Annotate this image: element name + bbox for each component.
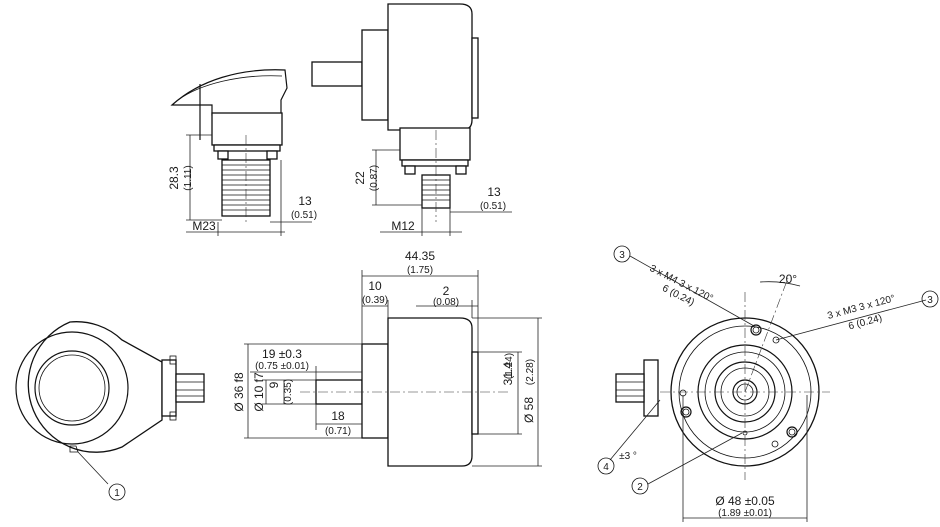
top-left-view xyxy=(170,69,312,236)
tl-height-dim-in: (1.11) xyxy=(183,165,194,190)
tl-length-dim-in: (0.51) xyxy=(291,210,317,221)
shaft-diameter: Ø 10 f7 xyxy=(252,372,266,412)
callout-4: 4 xyxy=(603,462,609,473)
flange-length-in: (0.39) xyxy=(362,295,388,306)
shaft-length: 19 ±0.3 xyxy=(262,347,302,361)
callout-3b: 3 xyxy=(927,295,933,306)
tl-length-dim: 13 xyxy=(298,194,312,208)
rotation-label: ±3 ° xyxy=(619,451,637,462)
callout-2: 2 xyxy=(637,482,643,493)
gap-length: 2 xyxy=(443,284,450,298)
angle-label: 20° xyxy=(779,272,797,286)
tl-thread-label: M23 xyxy=(192,219,216,233)
flange-length: 10 xyxy=(368,279,382,293)
front-view xyxy=(609,255,927,522)
callout-3a-circle xyxy=(613,245,631,263)
tr-length-dim-in: (0.51) xyxy=(480,201,506,212)
holes-b-depth: 6 (0.24) xyxy=(847,313,883,333)
tl-height-dim: 28.3 xyxy=(167,166,181,190)
flat-length-in: (0.71) xyxy=(325,426,351,437)
flat-dim-in: (0.35) xyxy=(283,379,294,405)
callout-1: 1 xyxy=(114,488,120,499)
callout-3b-circle xyxy=(921,290,939,308)
overall-length: 44.35 xyxy=(405,249,435,263)
pcd-label: Ø 48 ±0.05 xyxy=(715,494,775,508)
tr-thread-label: M12 xyxy=(391,219,415,233)
overall-length-in: (1.75) xyxy=(407,265,433,276)
body-diameter: Ø 58 xyxy=(522,397,536,423)
rear-view xyxy=(15,321,205,485)
shaft-length-in: (0.75 ±0.01) xyxy=(255,361,309,372)
inner-diameter-in: (1.24) xyxy=(504,353,515,379)
tr-height-dim: 22 xyxy=(353,171,367,185)
pcd-label-in: (1.89 ±0.01) xyxy=(718,508,772,519)
callout-1-circle xyxy=(108,483,126,501)
spigot-diameter: Ø 36 f8 xyxy=(232,372,246,412)
tr-height-dim-in: (0.87) xyxy=(369,165,380,191)
flat-length: 18 xyxy=(331,409,345,423)
top-right-view xyxy=(311,3,512,236)
flat-dim: 9 xyxy=(267,381,281,388)
callout-3a: 3 xyxy=(619,250,625,261)
side-view xyxy=(244,270,542,467)
body-diameter-in: (2.28) xyxy=(525,359,536,385)
callout-4-circle xyxy=(597,457,615,475)
gap-length-in: (0.08) xyxy=(433,297,459,308)
callout-2-circle xyxy=(631,477,649,495)
inner-diameter: 31.4 xyxy=(501,362,515,386)
tr-length-dim: 13 xyxy=(487,185,501,199)
